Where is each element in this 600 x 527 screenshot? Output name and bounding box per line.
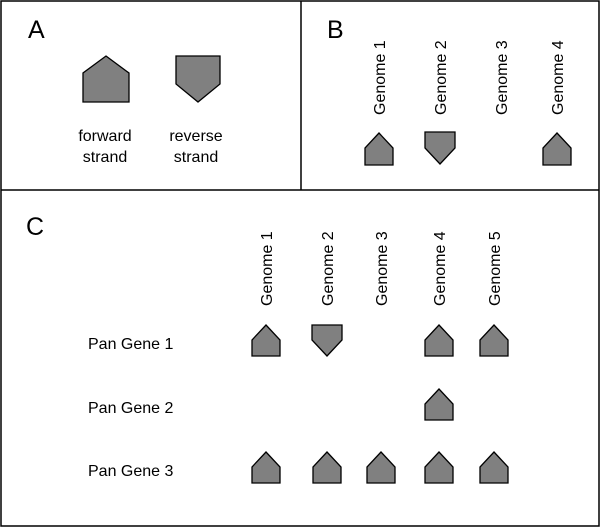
panel-c: C Genome 1 Genome 2 Genome 3 Genome 4 Genome… <box>26 213 509 484</box>
forward-label-line1: forward <box>78 128 131 145</box>
pan-gene-3-genome-5-forward-gene-icon <box>479 451 509 484</box>
panel-b-letter: B <box>327 16 344 44</box>
reverse-label-line1: reverse <box>169 128 222 145</box>
pan-gene-row-label: Pan Gene 2 <box>88 400 174 417</box>
panel-b-genome-label: Genome 1 <box>372 40 389 115</box>
pan-gene-1-genome-5-forward-gene-icon <box>479 324 509 357</box>
panel-b-genome-label: Genome 3 <box>494 40 511 115</box>
forward-label-line2: strand <box>83 149 127 166</box>
panel-c-genome-label: Genome 5 <box>487 231 504 306</box>
panel-c-genome-label: Genome 4 <box>432 231 449 306</box>
panel-c-letter: C <box>26 213 44 241</box>
pan-gene-row-label: Pan Gene 3 <box>88 463 174 480</box>
panel-a-letter: A <box>28 16 45 44</box>
panel-b-genome-label: Genome 2 <box>433 40 450 115</box>
panel-b-genome-4-forward-gene-icon <box>542 132 572 166</box>
panel-c-genome-label: Genome 2 <box>320 231 337 306</box>
forward-strand-icon <box>82 55 130 103</box>
pan-gene-3-genome-4-forward-gene-icon <box>424 451 454 484</box>
pan-gene-1-genome-4-forward-gene-icon <box>424 324 454 357</box>
reverse-label-line2: strand <box>174 149 218 166</box>
pan-gene-3-genome-1-forward-gene-icon <box>251 451 281 484</box>
panel-a: A forward strand reverse strand <box>28 16 223 166</box>
pan-gene-3-genome-2-forward-gene-icon <box>312 451 342 484</box>
panel-c-genome-label: Genome 1 <box>259 231 276 306</box>
panel-c-genome-label: Genome 3 <box>374 231 391 306</box>
pan-gene-1-genome-2-reverse-gene-icon <box>311 324 343 357</box>
pan-gene-2-genome-4-forward-gene-icon <box>424 388 454 421</box>
reverse-strand-icon <box>175 55 221 103</box>
pan-gene-1-genome-1-forward-gene-icon <box>251 324 281 357</box>
panel-b-genome-1-forward-gene-icon <box>364 132 394 166</box>
panel-b-genome-2-reverse-gene-icon <box>424 131 456 165</box>
panel-b: B Genome 1 Genome 2 Genome 3 Genome 4 <box>327 16 572 166</box>
pan-gene-row-label: Pan Gene 1 <box>88 336 174 353</box>
panel-b-genome-label: Genome 4 <box>550 40 567 115</box>
pan-gene-3-genome-3-forward-gene-icon <box>366 451 396 484</box>
